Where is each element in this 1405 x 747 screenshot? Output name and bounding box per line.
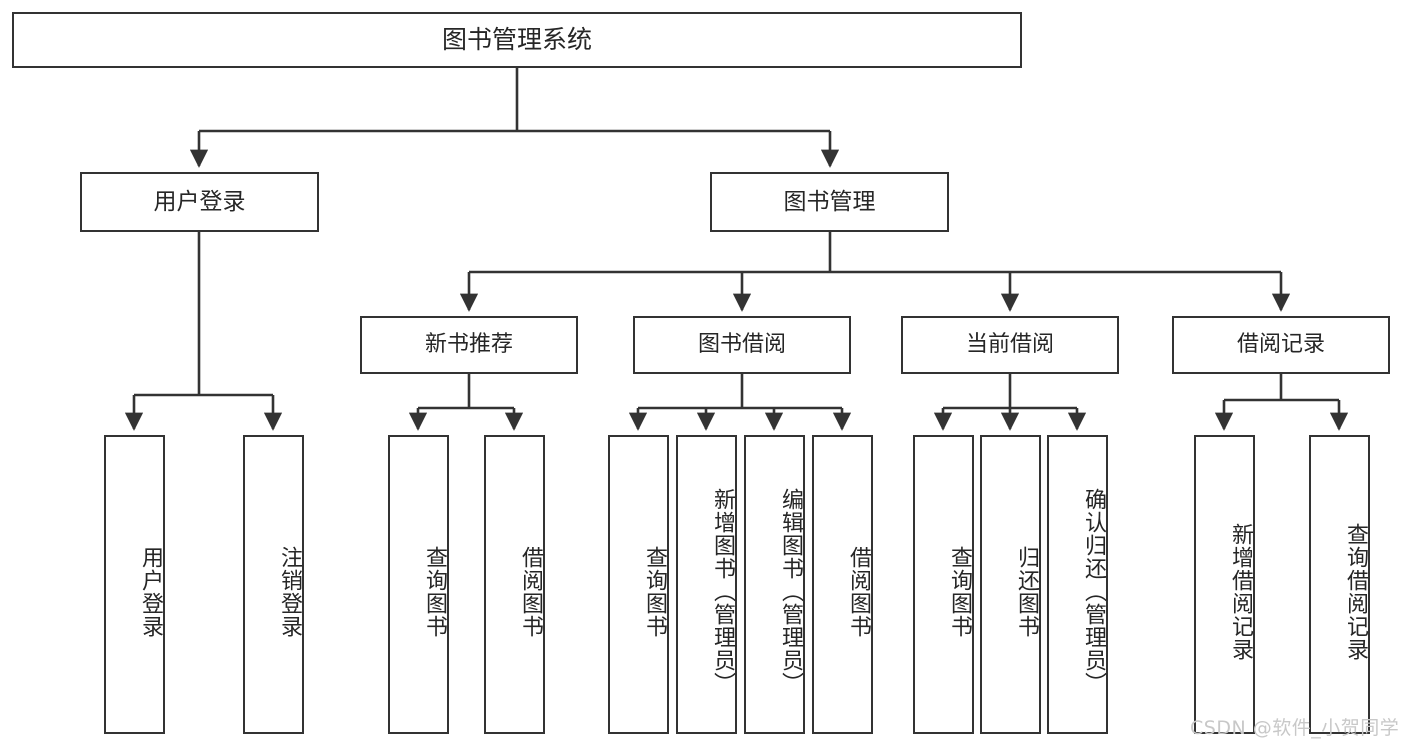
node-leaf-query-book-recommend-label: 查询图书 [422, 545, 447, 638]
node-leaf-add-borrow-record[interactable]: 新增借阅记录 [1194, 435, 1255, 734]
node-leaf-return-book-label: 归还图书 [1014, 545, 1039, 638]
node-leaf-confirm-return-label: 确认归还（管理员） [1081, 488, 1106, 695]
node-book-borrow[interactable]: 图书借阅 [633, 316, 851, 374]
node-leaf-borrow-book-recommend-label: 借阅图书 [518, 545, 543, 638]
node-leaf-borrow-book[interactable]: 借阅图书 [812, 435, 873, 734]
node-leaf-user-login[interactable]: 用户登录 [104, 435, 165, 734]
node-leaf-user-login-label: 用户登录 [138, 545, 163, 638]
node-book-management-label: 图书管理 [783, 188, 876, 215]
node-user-login-label: 用户登录 [153, 188, 246, 215]
node-new-book-recommend[interactable]: 新书推荐 [360, 316, 578, 374]
node-borrow-record[interactable]: 借阅记录 [1172, 316, 1390, 374]
node-leaf-add-book[interactable]: 新增图书（管理员） [676, 435, 737, 734]
node-leaf-query-book-recommend[interactable]: 查询图书 [388, 435, 449, 734]
node-leaf-add-borrow-record-label: 新增借阅记录 [1228, 522, 1253, 661]
node-borrow-record-label: 借阅记录 [1236, 331, 1325, 357]
node-leaf-query-book-current[interactable]: 查询图书 [913, 435, 974, 734]
node-leaf-query-book-current-label: 查询图书 [947, 545, 972, 638]
node-new-book-recommend-label: 新书推荐 [424, 331, 513, 357]
node-leaf-add-book-label: 新增图书（管理员） [710, 488, 735, 695]
node-book-management[interactable]: 图书管理 [710, 172, 949, 232]
node-current-borrow-label: 当前借阅 [965, 331, 1054, 357]
node-leaf-query-borrow-record[interactable]: 查询借阅记录 [1309, 435, 1370, 734]
node-leaf-logout[interactable]: 注销登录 [243, 435, 304, 734]
node-leaf-query-borrow-record-label: 查询借阅记录 [1343, 522, 1368, 661]
node-leaf-query-book-borrow-label: 查询图书 [642, 545, 667, 638]
node-root-label: 图书管理系统 [441, 24, 592, 54]
node-leaf-borrow-book-recommend[interactable]: 借阅图书 [484, 435, 545, 734]
node-user-login[interactable]: 用户登录 [80, 172, 319, 232]
node-leaf-return-book[interactable]: 归还图书 [980, 435, 1041, 734]
node-leaf-borrow-book-label: 借阅图书 [846, 545, 871, 638]
node-leaf-logout-label: 注销登录 [277, 545, 302, 638]
node-root[interactable]: 图书管理系统 [12, 12, 1022, 68]
node-leaf-confirm-return[interactable]: 确认归还（管理员） [1047, 435, 1108, 734]
node-leaf-edit-book-label: 编辑图书（管理员） [778, 488, 803, 695]
node-leaf-edit-book[interactable]: 编辑图书（管理员） [744, 435, 805, 734]
node-current-borrow[interactable]: 当前借阅 [901, 316, 1119, 374]
node-book-borrow-label: 图书借阅 [697, 331, 786, 357]
node-leaf-query-book-borrow[interactable]: 查询图书 [608, 435, 669, 734]
watermark-text: CSDN @软件_小贺同学 [1190, 717, 1400, 739]
